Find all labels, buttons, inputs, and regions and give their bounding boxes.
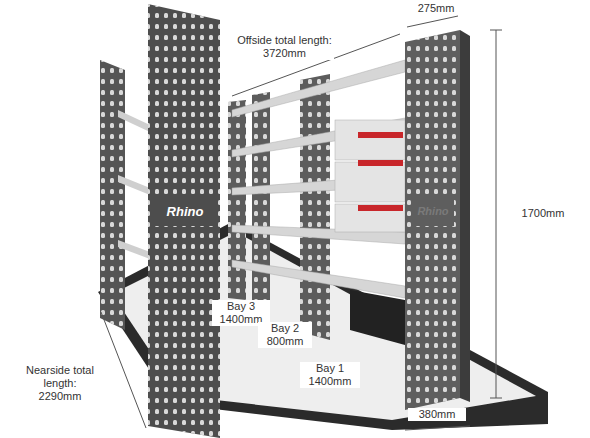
shelf — [232, 60, 405, 117]
drawer-handle — [358, 132, 403, 138]
end-panel-side — [460, 30, 470, 402]
shelf — [118, 175, 150, 195]
end-panel — [148, 4, 220, 438]
logo-text: Rhino — [155, 204, 215, 220]
bay-label: Bay 1 1400mm — [300, 362, 360, 388]
rack-panel — [300, 74, 330, 340]
dimension-label: 1700mm — [508, 207, 578, 220]
dimension-label: 275mm — [408, 2, 464, 15]
shelf — [232, 260, 405, 298]
dimension-label: Nearside total length: 2290mm — [22, 364, 98, 404]
bay-label: Bay 2 800mm — [258, 322, 312, 348]
drawer — [335, 162, 405, 202]
dimension-label: 380mm — [408, 408, 466, 421]
drawer-handle — [358, 160, 403, 166]
shelf — [118, 110, 150, 132]
drawer — [335, 204, 405, 232]
drawer-handle — [358, 205, 403, 211]
dimension-lines — [101, 16, 502, 430]
rack-panel — [252, 92, 270, 312]
rack-panel — [100, 60, 125, 330]
shelf — [118, 240, 150, 259]
rack-panel — [228, 100, 246, 300]
drawer — [335, 120, 405, 160]
logo-text: Rhino — [410, 205, 456, 218]
dimension-label: Offside total length: 3720mm — [235, 34, 334, 60]
base-box — [350, 290, 405, 345]
end-panel — [405, 30, 460, 410]
